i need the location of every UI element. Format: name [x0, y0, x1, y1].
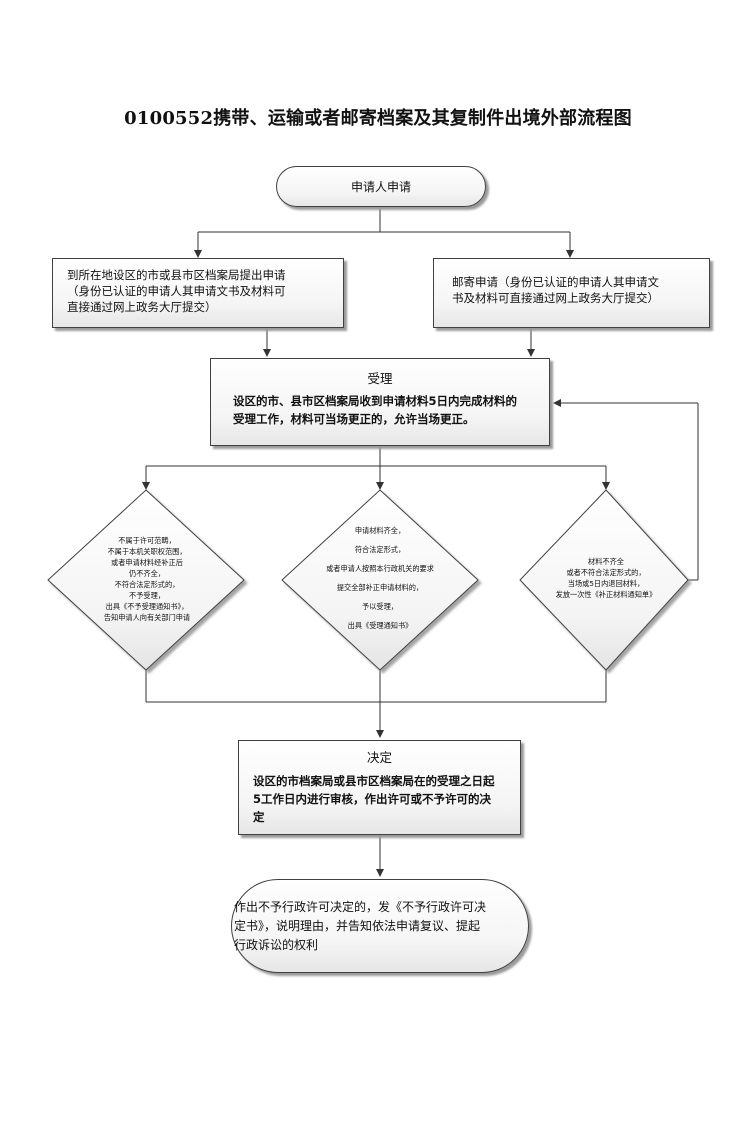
- reject-line: 不予受理，: [129, 591, 165, 600]
- apply-mail-line2: 书及材料可直接通过网上政务大厅提交）: [452, 291, 659, 305]
- apply-onsite-box: 到所在地设区的市或县市区档案局提出申请 （身份已认证的申请人其申请文书及材料可 …: [52, 258, 344, 328]
- accept-box: 受理 设区的市、县市区档案局收到申请材料5日内完成材料的 受理工作，材料可当场更…: [210, 358, 550, 446]
- diamond-reject: [47, 489, 245, 671]
- reject-text: 不属于许可范畴， 不属于本机关职权范围， 或者申请材料经补正后 仍不齐全， 不符…: [72, 526, 222, 632]
- reject-line: 出具《不予受理通知书》，: [105, 602, 189, 611]
- decision-body-line2: 5工作日内进行审核，作出许可或不予许可的决: [253, 792, 491, 806]
- apply-onsite-line1: 到所在地设区的市或县市区档案局提出申请: [67, 268, 286, 282]
- connector-to-accept: [263, 328, 535, 357]
- accept-body-line1: 设区的市、县市区档案局收到申请材料5日内完成材料的: [233, 394, 517, 408]
- decision-body-line1: 设区的市档案局或县市区档案局在的受理之日起: [253, 774, 495, 788]
- accept-criteria-line: 或者申请人按照本行政机关的要求: [326, 564, 434, 573]
- supplement-line: 当场或5日内退回材料，: [567, 579, 645, 588]
- accept-criteria-line: 符合法定形式，: [354, 545, 406, 554]
- accept-criteria-line: 申请材料齐全，: [354, 526, 406, 535]
- start-node: 申请人申请: [276, 166, 486, 207]
- supplement-line: 发放一次性《补正材料通知单》: [555, 590, 657, 599]
- apply-onsite-line2: （身份已认证的申请人其申请文书及材料可: [67, 284, 286, 298]
- accept-heading: 受理: [367, 371, 393, 386]
- diamond-accept: [281, 489, 479, 671]
- supplement-line: 或者不符合法定形式的，: [566, 568, 646, 577]
- reject-line: 告知申请人向有关部门申请: [103, 613, 191, 622]
- page-title: 0100552携带、运输或者邮寄档案及其复制件出境外部流程图: [124, 108, 632, 129]
- end-line1: 作出不予行政许可决定的，发《不予行政许可决: [234, 900, 487, 914]
- end-line2: 定书》，说明理由，并告知依法申请复议、提起: [234, 919, 481, 933]
- reject-line: 不属于许可范畴，: [118, 536, 176, 545]
- supplement-line: 材料不齐全: [588, 557, 624, 566]
- connector-to-diamonds: [142, 446, 610, 490]
- accept-criteria-line: 予以受理，: [362, 602, 398, 611]
- apply-onsite-line3: 直接通过网上政务大厅提交）: [67, 300, 217, 314]
- decision-heading: 决定: [366, 750, 392, 765]
- supplement-text: 材料不齐全 或者不符合法定形式的， 当场或5日内退回材料， 发放一次性《补正材料…: [536, 550, 676, 606]
- start-label: 申请人申请: [350, 179, 411, 194]
- connector-start: [194, 207, 574, 258]
- end-line3: 行政诉讼的权利: [234, 938, 319, 952]
- reject-line: 仍不齐全，: [129, 569, 165, 578]
- reject-line: 不属于本机关职权范围，: [107, 547, 187, 556]
- decision-body-line3: 定: [253, 810, 265, 824]
- accept-criteria-line: 提交全部补正申请材料的，: [336, 583, 424, 592]
- connector-feedback: [553, 399, 699, 581]
- decision-box: 决定 设区的市档案局或县市区档案局在的受理之日起 5工作日内进行审核，作出许可或…: [238, 740, 521, 835]
- apply-mail-box: 邮寄申请（身份已认证的申请人其申请文 书及材料可直接通过网上政务大厅提交）: [433, 258, 710, 328]
- reject-line: 不符合法定形式的，: [114, 580, 180, 589]
- accept-criteria-text: 申请材料齐全， 符合法定形式， 或者申请人按照本行政机关的要求 提交全部补正申请…: [300, 518, 460, 638]
- apply-mail-line1: 邮寄申请（身份已认证的申请人其申请文: [452, 275, 659, 289]
- accept-criteria-line: 出具《受理通知书》: [347, 621, 413, 630]
- reject-line: 或者申请材料经补正后: [111, 558, 183, 567]
- accept-body-line2: 受理工作，材料可当场更正的，允许当场更正。: [233, 412, 475, 426]
- end-node: 作出不予行政许可决定的，发《不予行政许可决 定书》，说明理由，并告知依法申请复议…: [231, 879, 529, 973]
- diamond-supplement: [519, 489, 689, 671]
- connector-to-decision: [145, 670, 607, 738]
